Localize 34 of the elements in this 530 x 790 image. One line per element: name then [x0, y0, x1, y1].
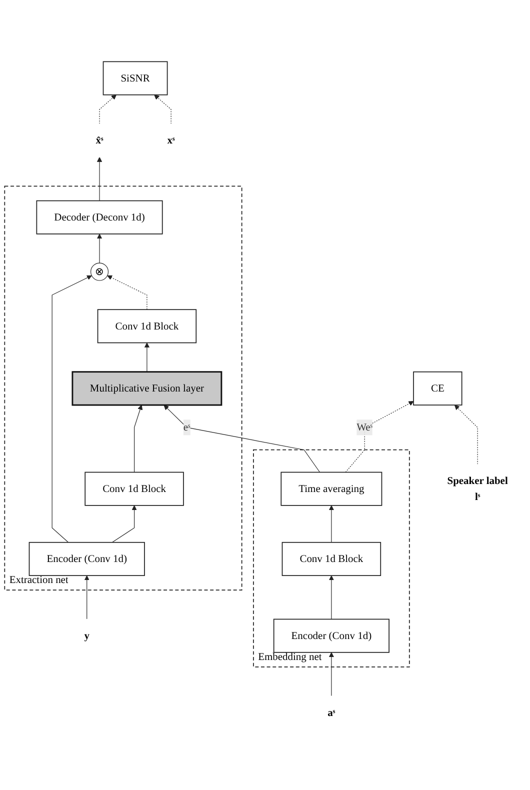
node-text: aˢ: [328, 706, 336, 718]
arrow: [134, 404, 143, 472]
node-text: xˢ: [167, 134, 175, 146]
node-text: x̂ˢ: [96, 134, 104, 146]
node-box: Decoder (Deconv 1d): [36, 200, 163, 234]
node-box: SiSNR: [102, 60, 168, 95]
node-box: Encoder (Conv 1d): [28, 542, 145, 576]
arrow: [96, 233, 102, 263]
arrow: [96, 156, 102, 201]
arrow: [52, 274, 92, 542]
arrow: [454, 404, 478, 464]
node-box: Multiplicative Fusion layer: [72, 370, 222, 406]
arrow: [328, 574, 334, 620]
edge-label: Weˢ: [356, 420, 373, 433]
arrow: [154, 94, 172, 124]
arrow: [112, 504, 137, 542]
node-text: y: [84, 629, 90, 641]
arrow: [144, 342, 150, 372]
node-circle: ⊗: [90, 262, 109, 280]
arrow: [328, 652, 334, 696]
arrow: [345, 400, 414, 472]
node-text: Speaker label lˢ: [447, 474, 508, 502]
arrow: [164, 404, 320, 472]
node-box: CE: [413, 371, 462, 406]
arrow: [328, 504, 334, 542]
node-box: Time averaging: [280, 471, 382, 506]
arrow: [107, 274, 148, 310]
node-box: Encoder (Conv 1d): [273, 618, 390, 652]
node-box: Conv 1d Block: [282, 542, 382, 576]
node-box: Conv 1d Block: [84, 471, 184, 506]
edge-label: eˢ: [183, 420, 190, 433]
arrow: [84, 574, 90, 620]
node-box: Conv 1d Block: [97, 308, 197, 343]
arrow: [99, 94, 116, 124]
